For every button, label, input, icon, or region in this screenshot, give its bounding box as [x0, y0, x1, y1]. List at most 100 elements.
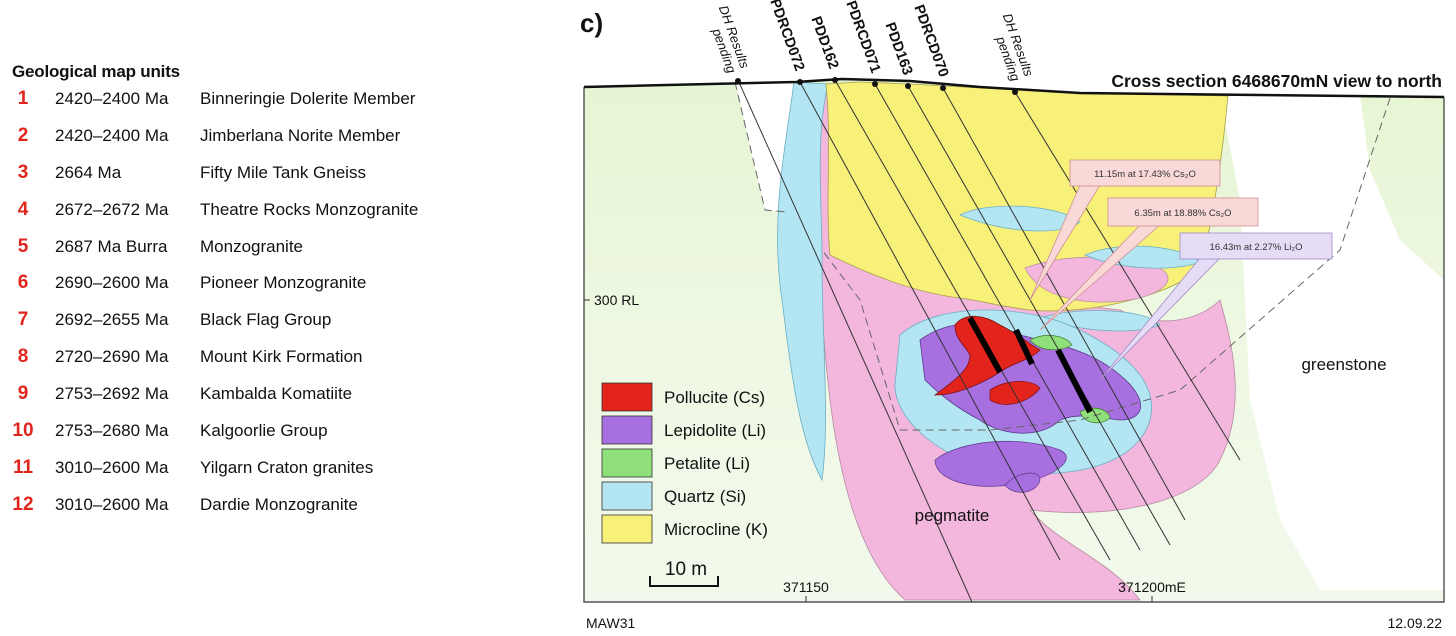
drill-hole-pdrcd070: [942, 87, 1186, 521]
unit-number: 2: [17, 124, 29, 146]
unit-row: 11 3010–2600 Ma Yilgarn Craton granites: [10, 457, 480, 494]
unit-number: 3: [17, 161, 29, 183]
unit-number: 12: [12, 493, 34, 515]
dashed-contact-east: [821, 97, 1391, 431]
unit-row: 2 2420–2400 Ma Jimberlana Norite Member: [10, 125, 480, 162]
unit-age: 2690–2600 Ma: [55, 273, 169, 293]
drill-hole-traces: [737, 79, 1241, 602]
unit-name: Kambalda Komatiite: [200, 384, 353, 404]
unit-age: 2672–2672 Ma: [55, 199, 169, 219]
drill-hole-pdrcd072: [799, 81, 1061, 561]
units-list: 1 2420–2400 Ma Binneringie Dolerite Member…: [10, 88, 480, 531]
unit-row: 6 2690–2600 Ma Pioneer Monzogranite: [10, 272, 480, 309]
legend-swatch: [601, 514, 653, 544]
unit-age: 2692–2655 Ma: [55, 310, 169, 330]
collar-pending-east: [1012, 89, 1018, 95]
legend-label: Lepidolite (Li): [664, 421, 766, 440]
unit-name: Kalgoorlie Group: [200, 421, 328, 441]
drill-hole-pending-west: [737, 79, 981, 602]
legend-swatch: [601, 448, 653, 478]
mineral-legend: Pollucite (Cs)Lepidolite (Li)Petalite (L…: [601, 382, 768, 544]
unit-number: 10: [12, 420, 34, 442]
drill-hole-pdrcd071: [874, 83, 1141, 551]
collar-pdd162: [832, 77, 838, 83]
lepidolite-lens-small: [1004, 472, 1041, 493]
intercept-3: [1055, 348, 1093, 414]
pollucite-body: [933, 315, 1041, 396]
unit-number: 1: [17, 88, 29, 109]
unit-name: Dardie Monzogranite: [200, 494, 358, 514]
collar-pending-west: [735, 78, 741, 84]
unit-number: 9: [17, 383, 29, 405]
scale-bar: 10 m: [649, 559, 719, 587]
footer-left: MAW31: [586, 615, 635, 631]
section-frame: [583, 87, 1445, 603]
unit-name: Yilgarn Craton granites: [200, 457, 374, 477]
unit-age: 2720–2690 Ma: [55, 347, 169, 367]
unit-name: Theatre Rocks Monzogranite: [200, 199, 419, 219]
unit-number: 5: [17, 235, 29, 257]
unit-row: 4 2672–2672 Ma Theatre Rocks Monzogranite: [10, 199, 480, 236]
footer-right: 12.09.22: [1388, 615, 1443, 631]
unit-age: 2420–2400 Ma: [55, 125, 169, 145]
legend-swatch: [601, 382, 653, 412]
pending-label-east: DH Results pending: [993, 11, 1037, 83]
rl-label: 300 RL: [594, 292, 639, 308]
unit-row: 1 2420–2400 Ma Binneringie Dolerite Member: [10, 88, 480, 125]
callout-1-text: 11.15m at 17.43% Cs₂O: [1094, 169, 1196, 180]
unit-row: 9 2753–2692 Ma Kambalda Komatiite: [10, 383, 480, 420]
ground-surface: [583, 77, 1445, 99]
drill-hole-pending-east: [1014, 91, 1241, 461]
pending-label-west: DH Results pending: [709, 3, 753, 75]
collar-pdrcd070: [940, 85, 946, 91]
quartz-lens-upper: [959, 205, 1081, 232]
intercept-1: [967, 316, 1003, 374]
unit-name: Fifty Mile Tank Gneiss: [200, 162, 366, 182]
unit-name: Binneringie Dolerite Member: [200, 89, 416, 108]
legend-label: Microcline (K): [664, 520, 768, 539]
collar-markers: [735, 77, 1018, 95]
unit-row: 12 3010–2600 Ma Dardie Monzogranite: [10, 494, 480, 531]
dashed-contact-west: [734, 81, 789, 213]
unit-age: 2687 Ma Burra: [55, 236, 168, 256]
unit-number: 6: [17, 272, 29, 294]
unit-number: 11: [12, 456, 34, 478]
unit-age: 3010–2600 Ma: [55, 457, 169, 477]
hole-label-pdd162: PDD162: [807, 14, 841, 71]
collar-pdrcd071: [872, 81, 878, 87]
hole-label-pdrcd071: PDRCD071: [842, 0, 883, 75]
unit-number: 4: [17, 198, 29, 220]
unit-name: Monzogranite: [200, 236, 304, 256]
geological-units-legend: Geological map units 1 2420–2400 Ma Binner…: [10, 62, 480, 531]
unit-age: 3010–2600 Ma: [55, 494, 169, 514]
white-host-zone-east: [1220, 95, 1444, 590]
legend-swatch: [601, 415, 653, 445]
callout-3: 16.43m at 2.27% Li₂O: [1179, 232, 1333, 260]
legend-label: Pollucite (Cs): [664, 388, 765, 407]
unit-age: 2664 Ma: [55, 162, 122, 182]
unit-number: 7: [17, 309, 29, 331]
callout-1: 11.15m at 17.43% Cs₂O: [1069, 159, 1221, 187]
unit-name: Pioneer Monzogranite: [200, 273, 367, 293]
unit-age: 2420–2400 Ma: [55, 89, 169, 108]
unit-name: Jimberlana Norite Member: [200, 125, 401, 145]
section-title: Cross section 6468670mN view to north: [1111, 71, 1442, 91]
unit-age: 2753–2680 Ma: [55, 421, 169, 441]
hole-label-pdd163: PDD163: [881, 20, 915, 77]
section-body: [584, 79, 1444, 602]
unit-row: 3 2664 Ma Fifty Mile Tank Gneiss: [10, 162, 480, 199]
scale-bar-label: 10 m: [665, 559, 707, 580]
collar-pdrcd072: [797, 79, 803, 85]
legend-swatch: [601, 481, 653, 511]
unit-number: 8: [17, 346, 29, 368]
pollucite-lens: [989, 381, 1041, 405]
unit-age: 2753–2692 Ma: [55, 384, 169, 404]
unit-row: 5 2687 Ma Burra Monzogranite: [10, 236, 480, 273]
intercept-2: [1013, 328, 1035, 366]
units-title: Geological map units: [12, 62, 180, 81]
unit-row: 10 2753–2680 Ma Kalgoorlie Group: [10, 420, 480, 457]
callout-2: 6.35m at 18.88% Cs₂O: [1107, 197, 1259, 227]
easting-label-1: 371150: [783, 579, 829, 595]
